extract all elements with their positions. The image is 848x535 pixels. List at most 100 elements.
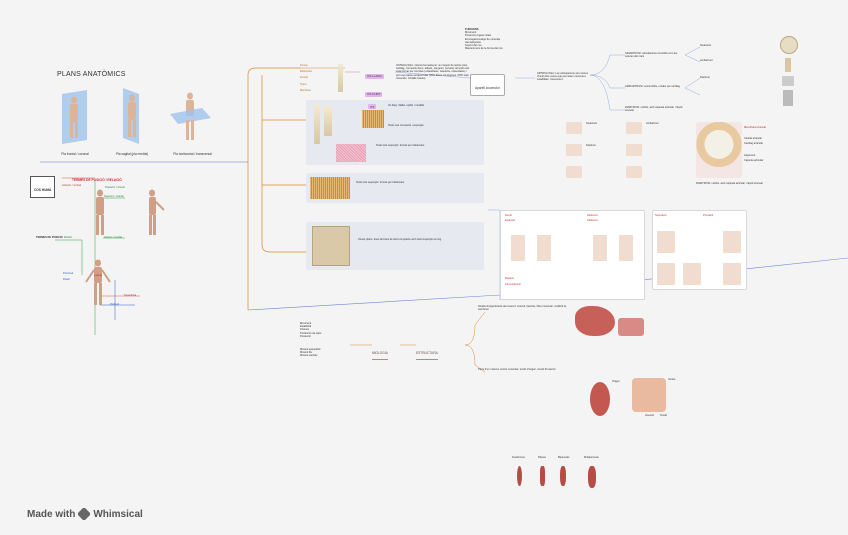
joint-image-1 [566,122,582,134]
structure-node-label: ESTRUCTURA [416,351,438,355]
spongy-bone-image [310,177,350,199]
tissue-caption: Teixit ossi compacte i esponjós [388,124,424,127]
spongy-bone-panel: Teixit ossi esponjós: format per trabècu… [306,173,484,203]
movement-3: Abducció [587,214,598,217]
joint-types-grid: Sinartrosi Amfiartrosi Diartrosi [566,118,686,190]
movement-7: Supinació [655,214,667,217]
amfiartrosi-text: AMFIARTROSI: semimòbils, unides per cart… [625,85,680,88]
myology-list-right: Múscul esquelètic Múscul llis Múscul car… [300,348,350,358]
joint-image-2 [626,122,642,134]
term-distal: Distal [63,278,70,281]
joint-subtype-2: Amfiartrosi [700,59,713,62]
structure-node[interactable]: ESTRUCTURA [416,341,438,360]
compact-bone-image [362,110,384,128]
movement-6: Circumducció [505,283,521,286]
diartrosi-text: DIARTROSI: mòbils, amb càpsula articular… [625,106,683,113]
planes-title: PLANS ANATÒMICS [57,71,126,78]
side-label-funcio: Funció [300,76,308,80]
function-item-4: Hematopoiesi [465,40,481,44]
side-label-tipus: Tipus [300,82,307,86]
muscle-part-image [590,382,610,416]
long-bone-image [314,104,320,144]
rotation-figure-1 [657,231,675,253]
term-superior: Superior / cranial [104,195,124,198]
knee-labels: Membrana sinovial Cavitat articular Cart… [744,126,766,162]
joint-caption-1: Sinartrosi [586,122,597,125]
functions-heading: FUNCIONS [465,28,479,31]
whimsical-logo-icon [78,507,91,521]
locomotor-node[interactable]: Aparell locomotor [470,74,505,96]
shape-image-2 [540,466,545,486]
osteology-definition: OSTEOLOGIA: ciència formada per un conju… [396,64,470,80]
muscle-parts-text: Parts d'un múscul: ventre muscular, tend… [478,368,556,371]
muscle-type-1: Múscul esquelètic [300,348,321,351]
body-subtitle: TERMES DE POSICIÓ I RELACIÓ [72,178,122,182]
term-profund: Profund [110,303,120,306]
shape-image-1 [517,466,522,486]
myology-function-4: Producció de calor [300,331,322,335]
sagittal-plane-caption: Pla sagital (pla medial) [115,152,149,156]
muscle-type-3: Múscul cardíac [300,354,318,358]
joint-caption-3: Diartrosi [586,144,596,147]
brand-name: Whimsical [93,508,143,520]
hinge-joint-icon [783,90,793,106]
muscle-part-label: Origen [612,380,620,383]
spongy-caption: Teixit ossi esponjós: format per trabècu… [376,144,425,147]
knee-label-3: Cartílag articular [744,142,764,146]
myology-node[interactable]: MIOLOGIA [372,341,388,360]
rotation-panel: Supinació Pronació [652,210,747,290]
function-item-3: Emmagatzematge de minerals [465,37,501,41]
knee-label-4: Lligament [744,153,756,157]
rotation-figure-5 [723,263,741,285]
term-proximal: Proximal [63,272,74,275]
body-title-box: COS HUMÀ [30,176,56,198]
shape-image-3 [560,466,566,486]
locomotor-node-label: Aparell locomotor [475,86,500,90]
movement-1: Flexió [505,214,512,217]
function-item-6: Manteniment de la forma del cos [465,47,503,51]
cartilage-joint-icon [782,76,794,86]
term-lateral: Lateral [94,274,102,277]
knee-description: DIARTROSI: mòbils, amb càpsula articular… [696,182,763,185]
myology-function-3: Postura [300,328,309,332]
term-superficial: Superficial [124,294,137,297]
joint-caption-2: Amfiartrosi [646,122,659,125]
movements-panel: Flexió Extensió Abducció Adducció Rotaci… [500,210,645,300]
arm-label-2: Inserció [645,414,655,417]
arm-label-3: Tendó [660,414,668,417]
bone-samples-icon [330,64,355,96]
muscle-type-2: Múscul llis [300,351,312,355]
joint-image-5 [566,166,582,178]
sinartrosi-text: SINARTROSI: articulacions immòbils com l… [625,52,678,59]
joint-image-6 [626,166,642,178]
shape-label-2: Planes [538,456,546,459]
spine-joint-icon [785,58,791,72]
bone-section-image [324,106,332,136]
bone-tissue-image [336,144,366,162]
osteology-side-labels: Forma Estructura Funció Tipus Membres [300,64,340,92]
made-with-badge[interactable]: Made with Whimsical [27,507,143,521]
body-lateral-label: TERMES DE POSICIÓ [36,236,63,239]
myology-function-1: Moviment [300,322,312,325]
joint-subtype-1: Sinartrosi [700,44,711,47]
term-posterior: Posterior / dorsal [105,186,125,189]
term-inferior: Inferior / caudal [104,236,122,239]
muscle-bundle-image [575,306,615,336]
muscle-fiber-image [618,318,644,336]
function-item-1: Moviment [465,31,477,35]
tag-short-bone: OS CURT [365,91,383,97]
shape-image-4 [588,466,596,488]
flat-bone-text: Ossos plans: dues làmines de teixit comp… [358,238,442,241]
muscle-shapes: Fusiformes Planes Bipennats Multipennats [512,456,612,496]
term-medial: Medial [64,236,72,239]
knee-label-2: Cavitat articular [744,137,763,141]
side-label-estructura: Estructura [300,70,312,74]
movement-figure-3 [593,235,607,261]
bone-caption: Os llarg: diàfisi, epífisi i metàfisi [388,104,425,107]
sagittal-plane-figure [115,84,150,146]
arm-label-1: Ventre [668,378,676,381]
shape-label-4: Multipennats [584,456,599,459]
side-label-forma: Forma [300,64,308,67]
movement-figure-4 [619,235,633,261]
flat-bone-image [312,226,350,266]
